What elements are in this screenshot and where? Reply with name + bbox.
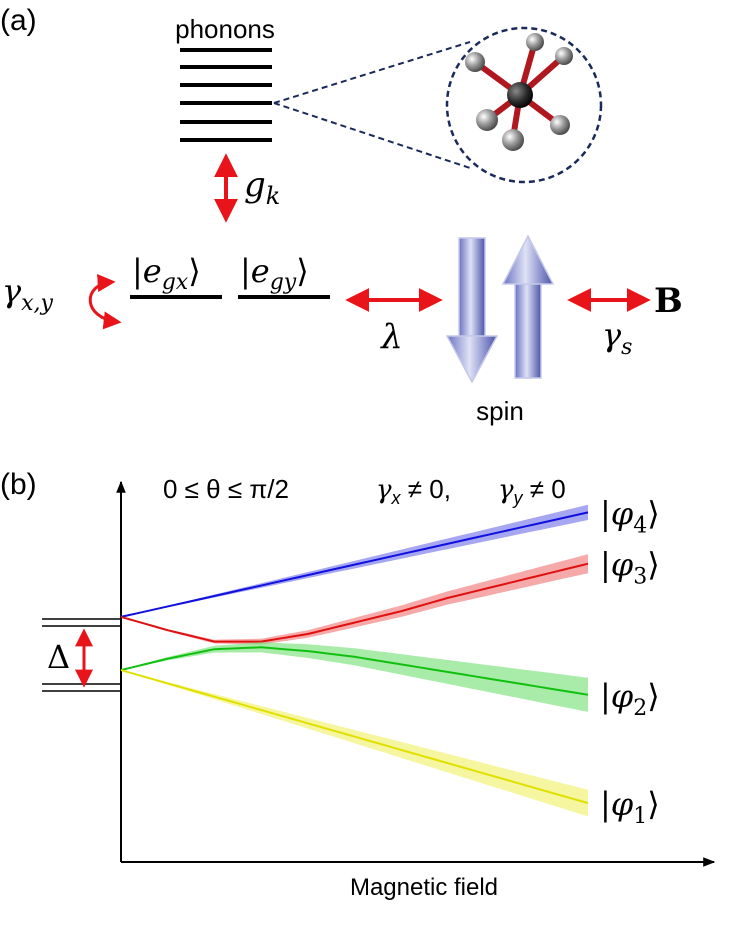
ligand-atom — [502, 129, 524, 151]
ligand-atom — [555, 47, 573, 65]
phonons-label: phonons — [175, 14, 275, 44]
ligand-atom — [465, 52, 485, 72]
phonon-levels — [180, 48, 272, 142]
gamma-s-label: γs — [602, 316, 632, 360]
delta-label: Δ — [47, 638, 70, 676]
spin-label: spin — [476, 396, 524, 426]
band-φ2 — [121, 642, 588, 712]
center-atom — [507, 82, 533, 108]
spin-up-arrow — [501, 234, 555, 379]
state-egx-label: |egx⟩ — [132, 252, 201, 295]
ligand-atom — [476, 109, 498, 131]
band-φ4 — [121, 504, 588, 617]
state-egy-label: |egy⟩ — [240, 252, 309, 295]
condition-gamma-x: γx ≠ 0, — [376, 474, 451, 508]
energy-curves — [120, 504, 589, 817]
curve-φ3 — [120, 562, 589, 643]
band-φ1 — [121, 670, 588, 817]
x-axis-label: Magnetic field — [350, 874, 498, 901]
gk-label: gk — [244, 165, 280, 210]
state-label-φ4: |φ4⟩ — [600, 494, 660, 538]
zoom-lines — [273, 41, 471, 169]
panel-a-label: (a) — [0, 4, 37, 37]
condition-theta: 0 ≤ θ ≤ π/2 — [163, 474, 289, 504]
molecule-inset — [445, 26, 603, 184]
gamma-xy-arrow — [88, 273, 122, 330]
band-φ3 — [121, 554, 588, 645]
lambda-label: λ — [379, 317, 403, 357]
state-labels: |φ4⟩ |φ3⟩ |φ2⟩ |φ1⟩ — [600, 494, 660, 829]
state-label-φ1: |φ1⟩ — [600, 785, 660, 829]
curve-φ1 — [120, 669, 589, 805]
curve-φ4 — [120, 511, 589, 618]
curve-φ2 — [120, 646, 589, 696]
ligand-atom — [526, 33, 544, 51]
panel-b: (b) 0 ≤ θ ≤ π/2 γx ≠ 0, γy ≠ 0 Magnetic … — [0, 468, 716, 901]
state-label-φ2: |φ2⟩ — [600, 677, 660, 721]
spin-down-arrow — [445, 237, 499, 384]
state-label-φ3: |φ3⟩ — [600, 546, 660, 590]
condition-gamma-y: γy ≠ 0 — [498, 474, 566, 508]
field-b-label: B — [654, 281, 683, 321]
gamma-xy-label: γx,y — [2, 272, 54, 316]
panel-a: (a) phonons — [0, 4, 683, 426]
delta-annotation: Δ — [42, 618, 121, 692]
ligand-atom — [550, 115, 570, 135]
panel-b-label: (b) — [0, 468, 37, 501]
